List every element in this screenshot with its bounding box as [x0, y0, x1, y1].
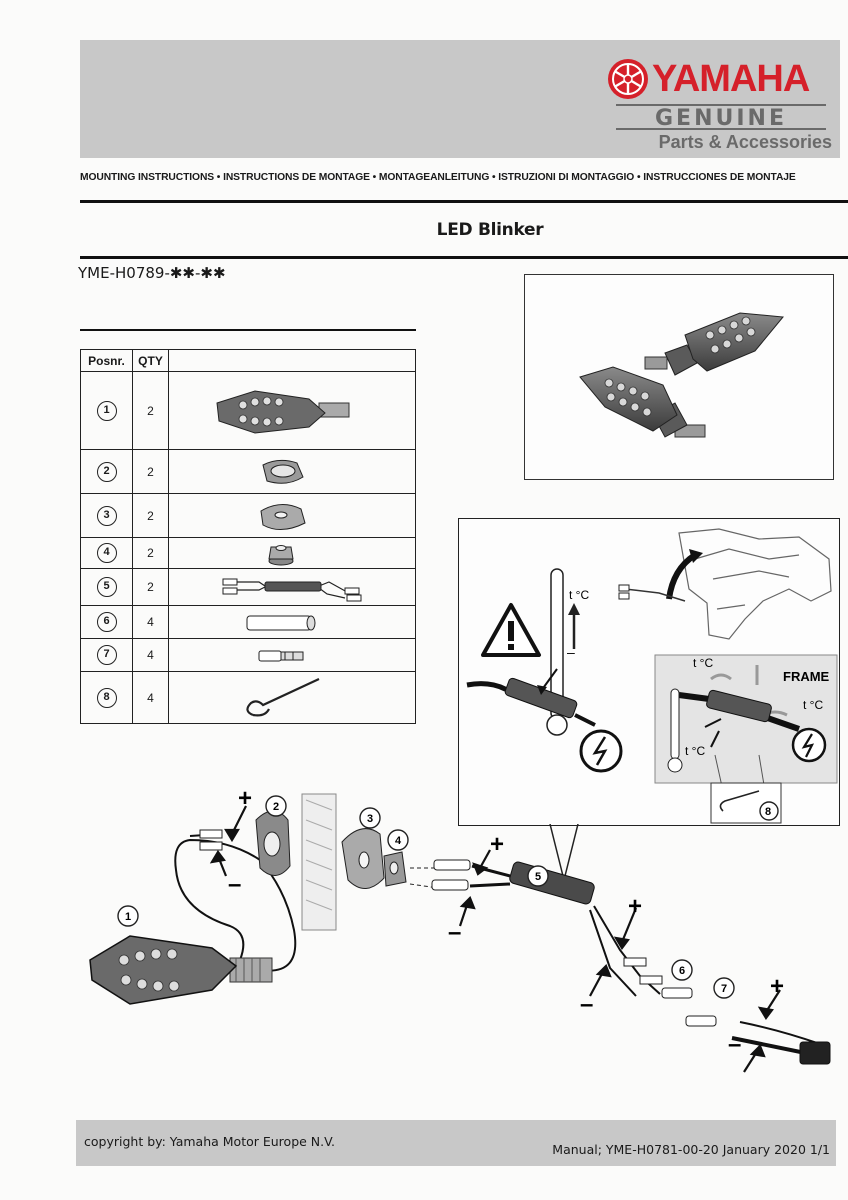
manual-reference: Manual; YME-H0781-00-20 January 2020 1/1 [552, 1142, 830, 1157]
table-row: 5 2 [80, 568, 416, 606]
quantity: 4 [132, 671, 169, 724]
led-blinker-icon [216, 389, 350, 434]
table-header-row: Posnr. QTY [80, 349, 416, 372]
quantity: 2 [132, 371, 169, 450]
thermometer-icon [546, 568, 580, 736]
callout-1: 1 [125, 911, 131, 923]
assembly-exploded-view: + – + – + – + – 1 2 3 4 5 6 7 [89, 785, 831, 1073]
parts-table: Posnr. QTY 1 2 2 2 3 [80, 349, 416, 724]
table-row: 2 2 [80, 449, 416, 494]
header-posnr: Posnr. [80, 349, 133, 372]
position-number: 7 [96, 645, 117, 665]
flange-nut-icon [268, 544, 294, 565]
frame-label: FRAME [783, 669, 830, 684]
position-number: 6 [96, 612, 117, 632]
minus-sign: – [228, 871, 241, 898]
minus-sign: – [728, 1031, 741, 1058]
callout-2: 2 [273, 801, 279, 813]
minus-sign: – [448, 919, 461, 946]
quantity: 2 [132, 568, 169, 606]
resistor-harness-icon [222, 578, 362, 601]
rubber-washer-icon [260, 503, 306, 530]
plus-sign: + [628, 893, 642, 920]
plus-sign: + [490, 831, 504, 858]
table-row: 1 2 [80, 371, 416, 450]
product-photo [524, 274, 834, 480]
copyright-text: copyright by: Yamaha Motor Europe N.V. [84, 1134, 336, 1149]
warning-triangle-icon [481, 603, 541, 657]
cable-tie-clip-icon [246, 677, 320, 716]
temp-label-inset-bottom: t °C [685, 744, 705, 758]
header-qty: QTY [132, 349, 169, 372]
callout-7: 7 [721, 983, 727, 995]
assembly-diagram: + – + – + – + – 1 2 3 4 5 6 7 [80, 780, 848, 1110]
motorcycle-frame-sketch [678, 528, 832, 640]
lightning-icon [579, 729, 623, 773]
plus-sign: + [238, 785, 252, 812]
header-picture [168, 349, 416, 372]
table-top-rule [80, 329, 416, 331]
footer-band [76, 1120, 836, 1166]
routing-warning-box: t °C – FRAME t °C t °C t °C [458, 518, 840, 826]
rubber-grommet-icon [262, 459, 304, 484]
led-blinker-pair-icon [579, 312, 784, 438]
part-number: YME-H0789-✱✱-✱✱ [78, 264, 226, 282]
temp-minus: – [567, 644, 575, 660]
quantity: 4 [132, 605, 169, 639]
title-rule [80, 256, 848, 259]
mounting-instructions-line: MOUNTING INSTRUCTIONS • INSTRUCTIONS DE … [80, 172, 796, 183]
position-number: 1 [96, 400, 117, 421]
callout-6: 6 [679, 965, 685, 977]
quantity: 4 [132, 638, 169, 672]
callout-3: 3 [367, 813, 373, 825]
parts-accessories-tagline: Parts & Accessories [658, 132, 832, 152]
temp-label: t °C [569, 588, 589, 602]
header-band [80, 40, 840, 158]
plus-sign: + [770, 973, 784, 1000]
callout-8: 8 [765, 806, 771, 818]
genuine-wordmark: GENUINE [616, 104, 826, 131]
bullet-connector-icon [258, 650, 304, 661]
position-number: 2 [96, 461, 117, 482]
yamaha-wordmark: YAMAHA [652, 58, 810, 100]
temp-label-inset-top: t °C [693, 656, 713, 670]
callout-5: 5 [535, 871, 541, 883]
table-row: 7 4 [80, 638, 416, 672]
position-number: 8 [96, 687, 117, 708]
header-rule [80, 200, 848, 203]
minus-sign: – [580, 991, 593, 1018]
position-number: 3 [96, 505, 117, 526]
table-row: 6 4 [80, 605, 416, 639]
table-row: 4 2 [80, 537, 416, 569]
page-title: LED Blinker [436, 220, 544, 240]
table-row: 3 2 [80, 493, 416, 538]
led-blinker-part [89, 935, 273, 1005]
position-number: 4 [96, 543, 117, 563]
quantity: 2 [132, 493, 169, 538]
yamaha-logo: YAMAHA [606, 56, 836, 102]
connector-sleeve-icon [246, 615, 316, 630]
table-row: 8 4 [80, 671, 416, 724]
callout-4: 4 [395, 835, 402, 847]
quantity: 2 [132, 449, 169, 494]
position-number: 5 [96, 577, 117, 597]
tuning-fork-emblem-icon [608, 59, 648, 99]
heat-warning-diagram: t °C – FRAME t °C t °C t °C [466, 528, 838, 824]
quantity: 2 [132, 537, 169, 569]
temp-label-inset-right: t °C [803, 698, 823, 712]
